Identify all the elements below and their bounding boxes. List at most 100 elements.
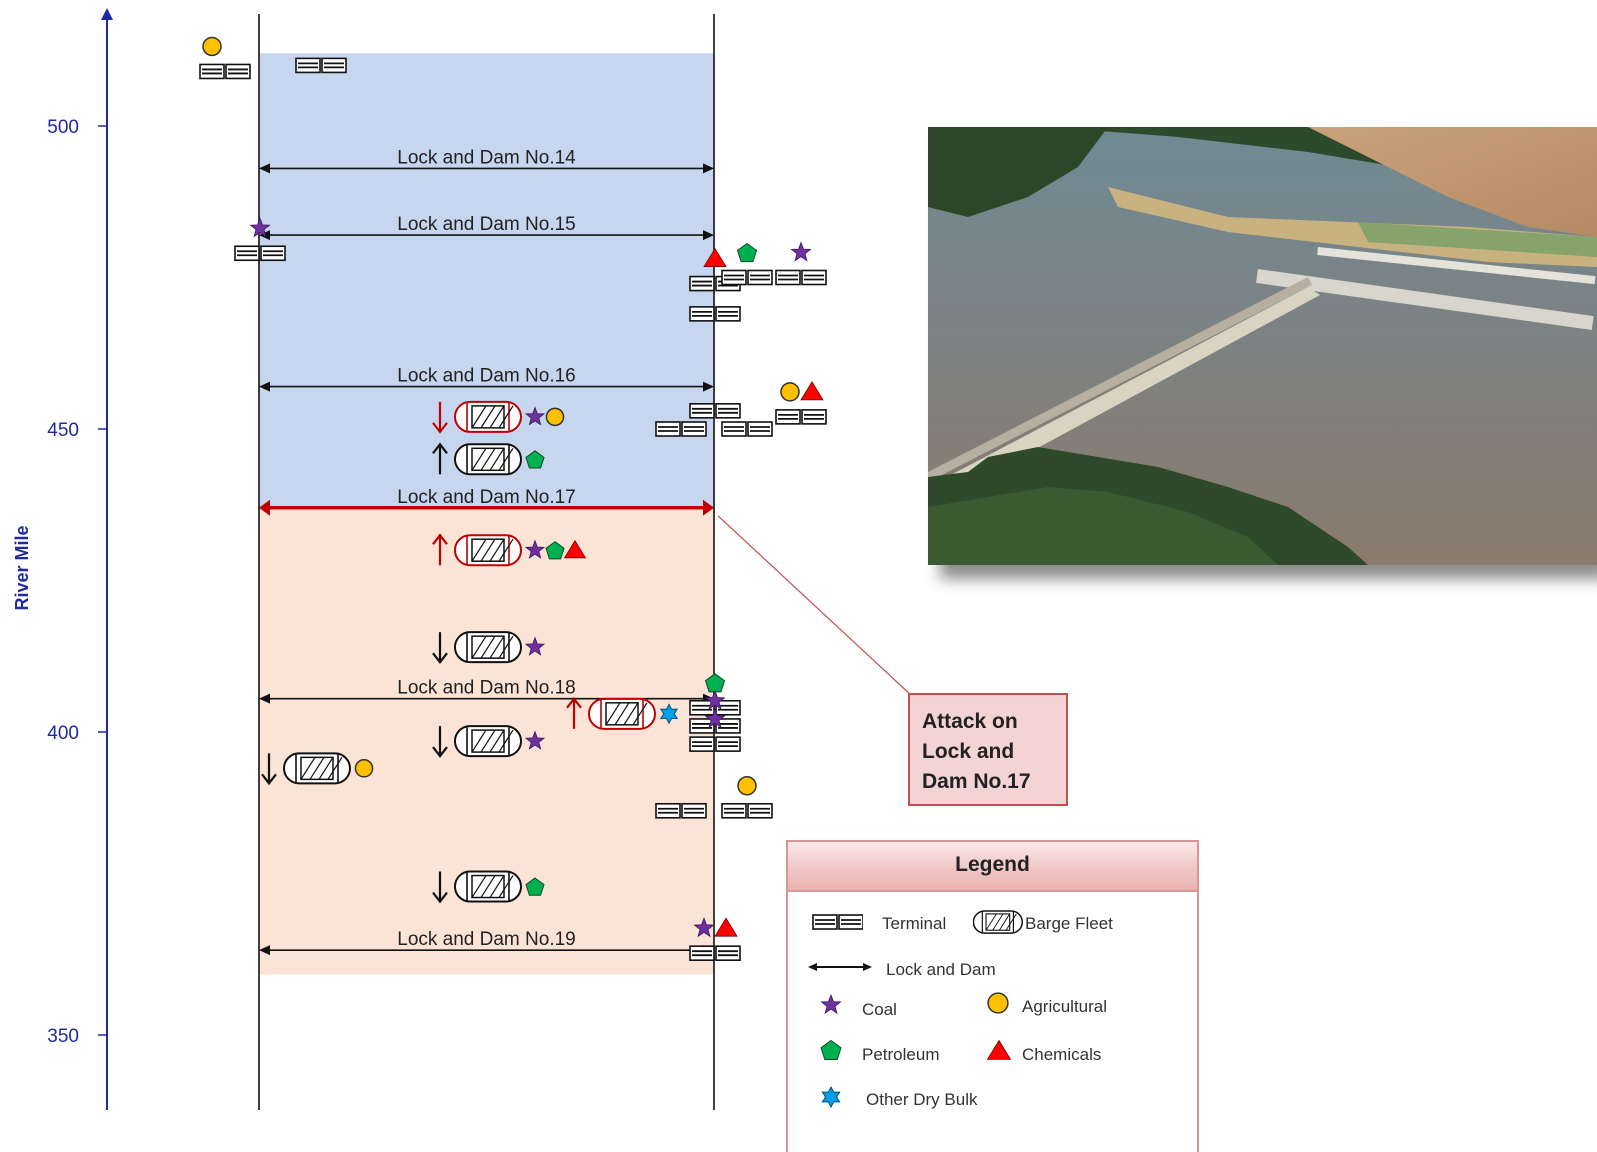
- y-axis-title: River Mile: [12, 525, 32, 610]
- terminal-icon: [689, 718, 741, 734]
- petroleum-icon: [545, 541, 565, 560]
- barge-fleet-icon: [454, 725, 522, 758]
- lock-arrowhead-left: [259, 693, 270, 704]
- y-tick-label: 350: [47, 1026, 79, 1047]
- lock-and-dam: Lock and Dam No.16: [259, 366, 714, 392]
- terminal-icon: [721, 269, 773, 286]
- coal-icon: [524, 539, 546, 559]
- legend-terminal-label: Terminal: [882, 914, 947, 933]
- callout-connector: [717, 515, 913, 697]
- y-axis-arrowhead: [101, 8, 113, 20]
- lock-label: Lock and Dam No.17: [397, 487, 576, 508]
- lock-arrowhead-left: [259, 499, 270, 516]
- other-dry-bulk-icon: [659, 703, 679, 725]
- terminal-icon: [655, 421, 707, 437]
- terminal-icon: [199, 63, 251, 80]
- terminal-icon: [721, 802, 773, 819]
- terminal-icon: [812, 914, 863, 930]
- y-tick-label: 500: [47, 117, 79, 138]
- coal-icon: [693, 917, 715, 938]
- terminal-icon: [775, 409, 827, 425]
- lock-arrowhead-right: [703, 381, 714, 392]
- legend-barge-label: Barge Fleet: [1025, 914, 1113, 933]
- petroleum-icon: [525, 877, 545, 896]
- down-arrow-icon: [432, 632, 448, 664]
- terminal-icon: [234, 245, 286, 262]
- barge-fleet-icon: [973, 910, 1023, 934]
- down-arrow-icon: [432, 871, 448, 904]
- lock-and-dam: Lock and Dam No.14: [259, 147, 714, 174]
- lock-and-dam: Lock and Dam No.19: [259, 929, 714, 956]
- coal-icon: [249, 217, 271, 238]
- agricultural-icon: [354, 759, 374, 778]
- lock-and-dam-icon: [808, 963, 872, 971]
- lock-arrowhead-left: [259, 163, 270, 174]
- y-tick-label: 450: [47, 420, 79, 441]
- lock-label: Lock and Dam No.19: [397, 929, 576, 950]
- barge-fleet-icon: [283, 752, 351, 785]
- legend-other-dry-bulk-label: Other Dry Bulk: [866, 1090, 978, 1109]
- barge-fleet-icon: [454, 534, 522, 567]
- legend: Legend Terminal Barge Fleet Lock and Dam…: [786, 840, 1199, 1152]
- coal-icon: [704, 689, 726, 710]
- lock-label: Lock and Dam No.15: [397, 214, 576, 235]
- coal-icon: [524, 406, 546, 426]
- lock-arrowhead-right: [703, 230, 714, 241]
- terminal-icon: [775, 269, 827, 286]
- barge-fleet-icon: [454, 400, 522, 433]
- chemicals-icon: [703, 247, 727, 267]
- barge-fleet-icon: [454, 870, 522, 903]
- up-arrow-icon: [432, 442, 448, 475]
- lock-label: Lock and Dam No.14: [397, 147, 576, 168]
- lock-and-dam: Lock and Dam No.15: [259, 214, 714, 241]
- petroleum-icon: [736, 242, 758, 263]
- down-arrow-icon: [432, 726, 448, 758]
- petroleum-icon: [820, 1039, 842, 1060]
- lock-arrowhead-right: [703, 163, 714, 174]
- down-arrow-icon: [261, 753, 277, 786]
- region-upstream: [259, 53, 714, 508]
- terminal-icon: [295, 57, 347, 74]
- petroleum-icon: [525, 450, 545, 469]
- terminal-icon: [689, 945, 741, 961]
- chemicals-icon: [800, 381, 824, 401]
- legend-lock-label: Lock and Dam: [886, 960, 996, 979]
- legend-coal-label: Coal: [862, 1000, 897, 1019]
- agricultural-icon: [202, 36, 222, 57]
- barge-fleet-icon: [973, 910, 1023, 934]
- up-arrow-icon: [566, 697, 582, 729]
- down-arrow-icon: [432, 401, 448, 434]
- terminal-icon: [689, 306, 741, 322]
- legend-title: Legend: [788, 842, 1197, 892]
- coal-icon: [790, 241, 812, 262]
- barge-fleet-icon: [454, 631, 522, 664]
- agricultural-icon: [780, 382, 800, 402]
- petroleum-pentagon-icon: [820, 1039, 842, 1060]
- coal-star-icon: [820, 993, 842, 1015]
- lock-label: Lock and Dam No.16: [397, 366, 576, 387]
- legend-agricultural-label: Agricultural: [1022, 997, 1108, 1016]
- lock-arrowhead-left: [259, 381, 270, 392]
- up-arrow-icon: [432, 533, 448, 566]
- coal-icon: [820, 993, 842, 1015]
- lock-arrowhead-right: [703, 499, 714, 516]
- terminal-icon: [721, 421, 773, 437]
- barge-fleet-icon: [588, 697, 656, 730]
- agricultural-circle-icon: [987, 992, 1009, 1014]
- lock-and-dam-aerial-photo: [928, 127, 1597, 565]
- legend-petroleum-label: Petroleum: [862, 1045, 940, 1064]
- terminal-icon: [812, 914, 863, 930]
- lock-arrowhead-left: [259, 945, 270, 956]
- coal-icon: [524, 636, 546, 656]
- agricultural-icon: [737, 776, 757, 796]
- other-dry-bulk-icon: [821, 1085, 841, 1109]
- terminal-icon: [689, 736, 741, 752]
- chemicals-triangle-icon: [986, 1039, 1012, 1060]
- barge-fleet-icon: [454, 443, 522, 476]
- agricultural-icon: [987, 992, 1009, 1014]
- lock-label: Lock and Dam No.18: [397, 678, 576, 699]
- attack-callout: Attack on Lock and Dam No.17: [908, 693, 1068, 806]
- coal-icon: [704, 707, 726, 729]
